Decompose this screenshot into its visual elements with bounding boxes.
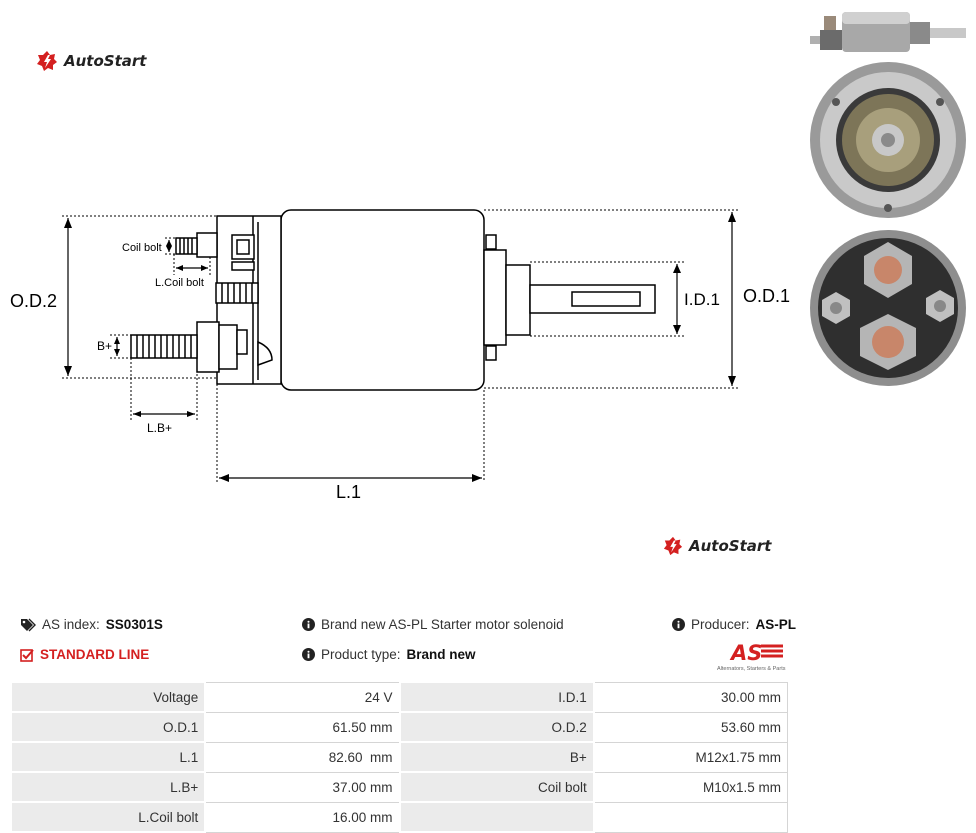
specs-table: Voltage 24 V I.D.1 30.00 mm O.D.1 61.50 … bbox=[9, 681, 788, 833]
table-row: O.D.1 61.50 mm O.D.2 53.60 mm bbox=[9, 711, 788, 743]
spec-label: L.1 bbox=[9, 741, 207, 773]
coil-bolt-label: Coil bolt bbox=[122, 242, 162, 254]
info-icon bbox=[302, 648, 315, 661]
spec-label: O.D.1 bbox=[9, 711, 207, 743]
product-type-label: Product type: bbox=[321, 647, 401, 662]
od1-label: O.D.1 bbox=[743, 286, 790, 306]
info-icon bbox=[672, 618, 685, 631]
producer-label: Producer: bbox=[691, 617, 750, 632]
spec-value: 53.60 mm bbox=[593, 711, 788, 743]
tag-icon bbox=[21, 618, 36, 631]
autostart-logo-icon bbox=[663, 536, 683, 556]
spec-value: M10x1.5 mm bbox=[593, 771, 788, 803]
spec-label: I.D.1 bbox=[398, 681, 595, 713]
checkbox-checked-icon bbox=[20, 648, 34, 662]
producer: Producer: AS-PL bbox=[672, 617, 796, 632]
table-row: L.1 82.60 mm B+ M12x1.75 mm bbox=[9, 741, 788, 773]
as-index: AS index: SS0301S bbox=[20, 617, 163, 632]
l1-label: L.1 bbox=[336, 482, 361, 502]
solenoid-side-photo bbox=[810, 12, 966, 52]
table-row: L.Coil bolt 16.00 mm bbox=[9, 801, 788, 833]
spec-label bbox=[398, 801, 595, 833]
spec-value: 82.60 mm bbox=[204, 741, 401, 773]
spec-label: Coil bolt bbox=[398, 771, 595, 803]
spec-value: M12x1.75 mm bbox=[593, 741, 788, 773]
aspl-logo-text: AS bbox=[729, 641, 762, 665]
spec-value: 37.00 mm bbox=[204, 771, 401, 803]
as-index-label: AS index: bbox=[42, 617, 100, 632]
standard-line: STANDARD LINE bbox=[20, 647, 149, 662]
spec-label: O.D.2 bbox=[398, 711, 595, 743]
description-text: Brand new AS-PL Starter motor solenoid bbox=[321, 617, 564, 632]
as-index-value: SS0301S bbox=[105, 617, 163, 632]
autostart-logo: AutoStart bbox=[36, 50, 146, 72]
table-row: L.B+ 37.00 mm Coil bolt M10x1.5 mm bbox=[9, 771, 788, 803]
standard-line-label: STANDARD LINE bbox=[40, 647, 150, 662]
l-coil-bolt-label: L.Coil bolt bbox=[155, 277, 204, 289]
aspl-logo: AS Alternators, Starters & Parts bbox=[717, 641, 786, 672]
producer-value: AS-PL bbox=[755, 617, 797, 632]
solenoid-front-photo bbox=[810, 62, 966, 218]
spec-label: B+ bbox=[398, 741, 595, 773]
spec-label: L.Coil bolt bbox=[9, 801, 207, 833]
table-row: Voltage 24 V I.D.1 30.00 mm bbox=[9, 681, 788, 713]
autostart-logo-icon bbox=[37, 51, 57, 71]
info-icon bbox=[302, 618, 315, 631]
lb-label: L.B+ bbox=[147, 421, 172, 435]
solenoid-body bbox=[280, 209, 485, 391]
spec-label: L.B+ bbox=[9, 771, 207, 803]
autostart-logo-text: AutoStart bbox=[689, 537, 772, 555]
spec-value: 30.00 mm bbox=[593, 681, 788, 713]
spec-value: 24 V bbox=[204, 681, 401, 713]
product-type-value: Brand new bbox=[406, 647, 476, 662]
solenoid-terminal-photo bbox=[810, 230, 966, 386]
spec-value bbox=[593, 801, 788, 833]
od2-label: O.D.2 bbox=[10, 291, 57, 311]
product-type: Product type: Brand new bbox=[302, 647, 476, 662]
solenoid-technical-drawing: O.D.2 O.D.1 I.D.1 L.1 L.B+ Coil bolt L.C… bbox=[10, 209, 790, 502]
autostart-logo-secondary: AutoStart bbox=[663, 536, 771, 556]
autostart-logo-text: AutoStart bbox=[64, 52, 147, 70]
id1-label: I.D.1 bbox=[684, 290, 720, 309]
b-plus-label: B+ bbox=[97, 339, 112, 353]
aspl-tagline: Alternators, Starters & Parts bbox=[717, 666, 786, 672]
spec-value: 61.50 mm bbox=[204, 711, 401, 743]
spec-label: Voltage bbox=[9, 681, 207, 713]
description: Brand new AS-PL Starter motor solenoid bbox=[302, 617, 564, 632]
spec-value: 16.00 mm bbox=[204, 801, 401, 833]
